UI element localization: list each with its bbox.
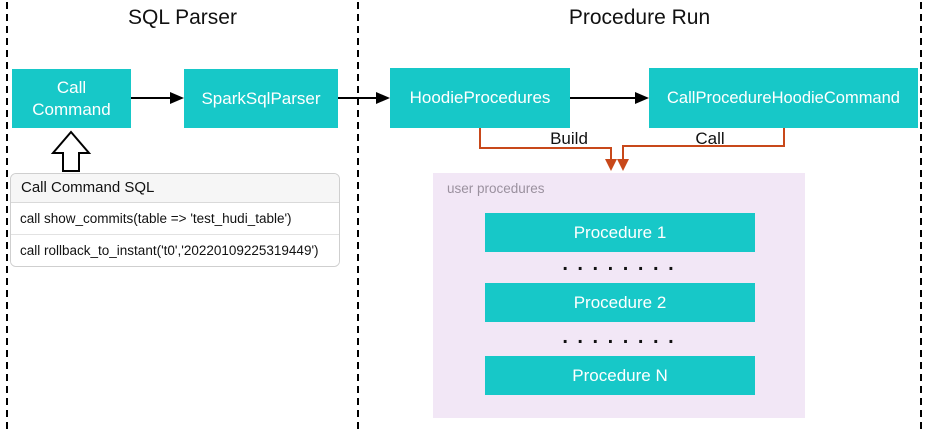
sql-panel-header: Call Command SQL: [11, 174, 339, 203]
sql-row-rollback: call rollback_to_instant('t0','202201092…: [11, 234, 339, 266]
node-hoodie-procedures: HoodieProcedures: [390, 68, 570, 128]
arrow-callcommand-to-sparksqlparser: [131, 92, 184, 104]
hollow-up-arrow: [50, 130, 92, 172]
sql-row-show-commits: call show_commits(table => 'test_hudi_ta…: [11, 203, 339, 234]
node-spark-sql-parser: SparkSqlParser: [184, 69, 338, 128]
edge-label-build: Build: [550, 129, 588, 148]
user-procedures-panel: user procedures Procedure 1 . . . . . . …: [433, 173, 805, 418]
node-procedure-2: Procedure 2: [485, 283, 755, 322]
sql-example-panel: Call Command SQL call show_commits(table…: [10, 173, 340, 267]
node-procedure-1: Procedure 1: [485, 213, 755, 252]
edge-label-call: Call: [695, 129, 725, 148]
arrow-sparksqlparser-to-hoodieprocedures: [338, 92, 390, 104]
arrow-hoodieprocedures-to-callprocedurehoodiecommand: [570, 92, 649, 104]
user-procedures-label: user procedures: [447, 181, 545, 196]
section-title-procedure-run: Procedure Run: [568, 6, 711, 29]
section-title-sql-parser: SQL Parser: [128, 6, 237, 29]
procedures-ellipsis-1: . . . . . . . .: [562, 253, 676, 275]
node-procedure-n: Procedure N: [485, 356, 755, 395]
procedures-ellipsis-2: . . . . . . . .: [562, 326, 676, 348]
node-call-command: Call Command: [12, 69, 131, 128]
node-call-procedure-hoodie-command: CallProcedureHoodieCommand: [649, 68, 918, 128]
